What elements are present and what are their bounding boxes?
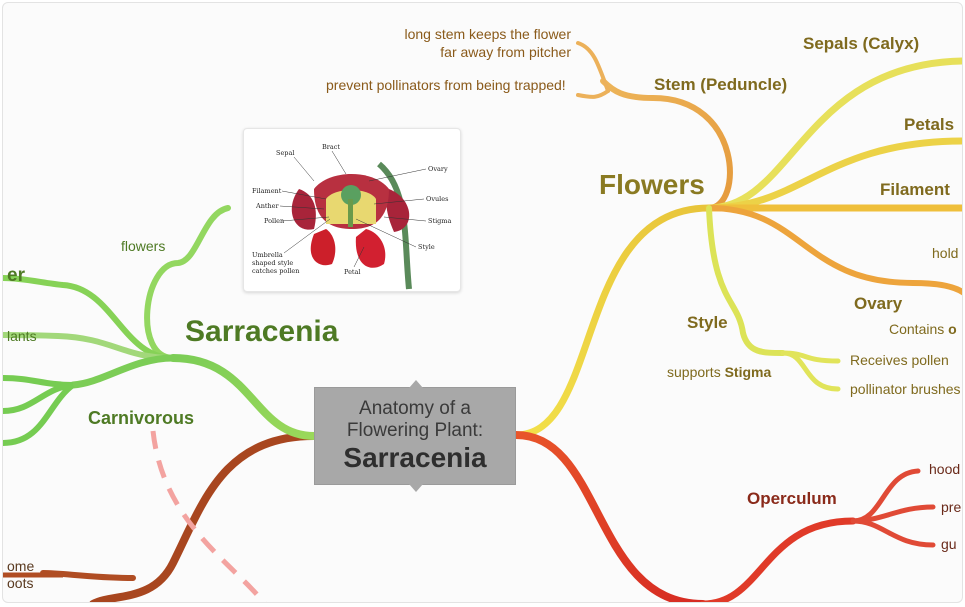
link-style [706, 205, 786, 356]
link-stem-note2 [576, 89, 610, 99]
sarracenia-plants-note[interactable]: lants [7, 328, 37, 344]
link-carn-b [3, 382, 74, 414]
link-central-sarracenia [169, 354, 318, 440]
roots-note-line1: ome [7, 558, 35, 574]
link-carn-c [3, 382, 75, 446]
stem-note-1-line2: far away from pitcher [440, 44, 571, 60]
style-note-text: supports [667, 364, 725, 380]
ovary-note[interactable]: Contains o [889, 321, 957, 337]
link-style-brushes [780, 350, 841, 392]
link-operculum [700, 517, 857, 602]
link-central-flowers [512, 204, 713, 439]
label-ovary: Ovary [428, 165, 448, 173]
label-stigma: Stigma [428, 217, 451, 225]
label-style: Style [418, 243, 435, 251]
ovary-note-bold: o [948, 321, 957, 337]
label-umbrella-1: Umbrella [252, 251, 283, 259]
link-sepals [705, 57, 962, 212]
link-ovary [706, 205, 962, 296]
topic-petals[interactable]: Petals [904, 115, 955, 134]
operculum-pre[interactable]: pre [941, 499, 962, 515]
label-umbrella-3: catches pollen [252, 267, 299, 275]
topic-carnivorous[interactable]: Carnivorous [88, 408, 195, 428]
link-stem-note1 [576, 41, 610, 93]
central-topic[interactable]: Anatomy of a Flowering Plant: Sarracenia [314, 380, 516, 492]
link-op-gu [850, 518, 936, 548]
filament-note-hold[interactable]: hold [932, 245, 959, 261]
roots-note-line2: oots [7, 575, 34, 591]
collapse-up-icon [409, 380, 423, 388]
operculum-gu[interactable]: gu [941, 536, 957, 552]
link-central-operculum [512, 431, 707, 602]
topic-flowers[interactable]: Flowers [599, 169, 705, 200]
ovary-note-text: Contains [889, 321, 949, 337]
central-title-line1: Anatomy of a [359, 398, 471, 419]
link-sarr-er [3, 275, 176, 361]
link-sarr-flowers [144, 205, 231, 361]
branch-links [3, 41, 962, 602]
flower-anatomy-image: Bract Sepal Ovary Filament Ovules Anther… [243, 128, 461, 292]
topic-filament[interactable]: Filament [880, 180, 950, 199]
topic-sarracenia[interactable]: Sarracenia [185, 315, 339, 348]
topic-ovary[interactable]: Ovary [854, 294, 903, 313]
stem-note-1-line1: long stem keeps the flower [404, 26, 571, 42]
stem-note-1[interactable]: long stem keeps the flower far away from… [389, 25, 571, 61]
label-umbrella-2: shaped style [252, 259, 293, 267]
label-anther: Anther [255, 202, 280, 210]
sarracenia-flowers-note[interactable]: flowers [121, 238, 166, 254]
roots-note[interactable]: ome oots [7, 558, 34, 592]
flower-illustration: Bract Sepal Ovary Filament Ovules Anther… [252, 143, 451, 290]
topic-stem[interactable]: Stem (Peduncle) [654, 75, 788, 94]
topic-sepals[interactable]: Sepals (Calyx) [803, 34, 920, 53]
label-petal: Petal [344, 268, 361, 276]
style-pollinator-brushes[interactable]: pollinator brushes [850, 381, 961, 397]
style-note[interactable]: supports Stigma [667, 364, 771, 380]
label-ovules: Ovules [426, 195, 448, 203]
style-receives-pollen[interactable]: Receives pollen [850, 352, 949, 368]
topic-er[interactable]: er [7, 265, 25, 286]
stem-note-2[interactable]: prevent pollinators from being trapped! [326, 77, 566, 93]
topic-operculum[interactable]: Operculum [747, 489, 837, 508]
style-note-bold: Stigma [724, 364, 772, 380]
central-title-line3: Sarracenia [343, 442, 487, 473]
label-sepal: Sepal [276, 149, 294, 157]
link-central-roots [89, 432, 318, 602]
link-flowers-stem [600, 78, 733, 211]
label-bract: Bract [322, 143, 340, 151]
link-sarr-carn [69, 354, 177, 389]
link-sarr-plants [3, 332, 176, 361]
collapse-down-icon [409, 484, 423, 492]
label-pollen: Pollen [264, 217, 284, 225]
operculum-hood[interactable]: hood [929, 461, 961, 477]
topic-style[interactable]: Style [687, 313, 728, 332]
central-title-line2: Flowering Plant: [346, 420, 484, 441]
label-filament: Filament [252, 187, 282, 195]
dashed-relation [150, 430, 267, 602]
link-op-pre [850, 504, 936, 524]
